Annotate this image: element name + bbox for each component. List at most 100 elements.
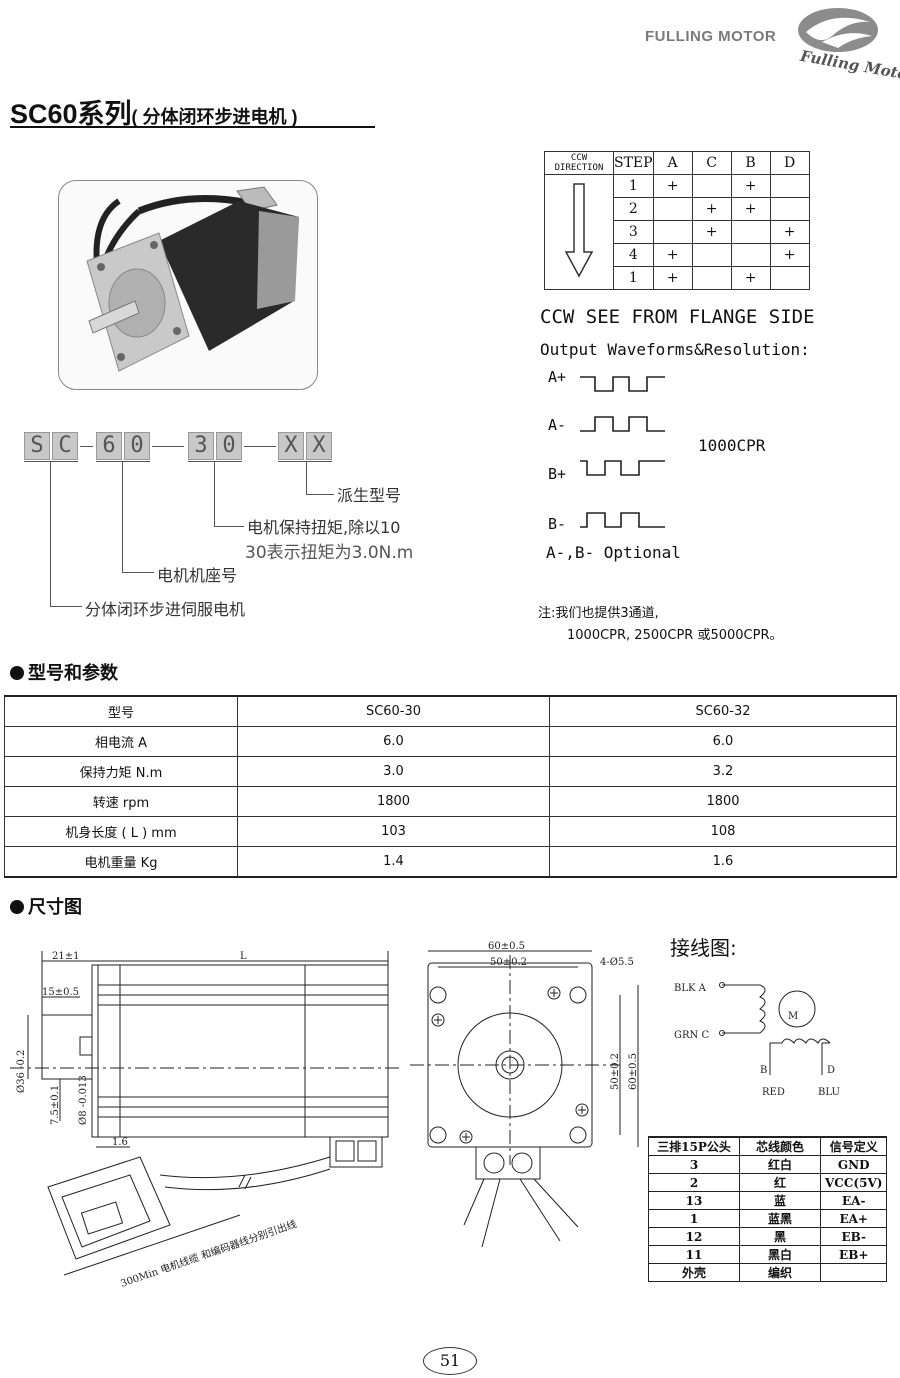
table-cell: 2: [613, 197, 654, 221]
waveform-diagram: [580, 376, 665, 528]
table-cell: 红白: [739, 1155, 821, 1174]
dim-21: 21±1: [52, 951, 79, 962]
table-cell: [691, 266, 732, 290]
table-cell: +: [769, 220, 810, 244]
wave-label-a-plus: A+: [548, 368, 567, 386]
table-cell: [730, 243, 771, 267]
table-header: 三排15P公头: [648, 1136, 740, 1156]
table-cell: 1: [613, 266, 654, 290]
note-line-1: 注:我们也提供3通道,: [538, 606, 659, 621]
annotation-torque-2: 30表示扭矩为3.0N.m: [245, 543, 414, 563]
logo-text: Fulling Motor: [798, 47, 900, 80]
table-cell: +: [730, 197, 771, 221]
table-cell: 1800: [237, 786, 550, 817]
col-header: D: [769, 151, 810, 175]
table-cell: [652, 220, 693, 244]
motor-symbol-label: M: [788, 1011, 798, 1022]
table-cell: +: [730, 266, 771, 290]
table-cell: 黑: [739, 1227, 821, 1246]
title-underline: [10, 126, 375, 128]
table-header: SC60-30: [237, 695, 550, 727]
dim-8: Ø8 -0.013: [78, 1075, 89, 1125]
table-cell: 编织: [739, 1263, 821, 1282]
table-cell: [769, 266, 810, 290]
page-title: SC60系列( 分体闭环步进电机 ): [10, 92, 298, 131]
table-cell: [691, 243, 732, 267]
dim-1-6: 1.6: [112, 1137, 128, 1148]
table-row: 三排15P公头 芯线颜色 信号定义: [648, 1136, 888, 1156]
table-cell: 11: [648, 1245, 740, 1264]
resolution-label: 1000CPR: [698, 436, 766, 455]
table-cell: 蓝: [739, 1191, 821, 1210]
table-header: 信号定义: [819, 1136, 888, 1156]
annotation-torque-1: 电机保持扭矩,除以10: [247, 518, 401, 537]
code-char: S: [24, 432, 50, 460]
dim-7-5: 7.5±0.1: [50, 1085, 61, 1125]
spec-heading: 型号和参数: [10, 659, 118, 685]
code-char: 6: [96, 432, 122, 460]
table-cell: [691, 174, 732, 198]
table-cell: +: [691, 197, 732, 221]
annotation-series: 分体闭环步进伺服电机: [85, 600, 246, 619]
table-cell: 1.4: [237, 846, 550, 878]
table-cell: 12: [648, 1227, 740, 1246]
table-cell: [652, 197, 693, 221]
dim-50: 50±0.2: [490, 957, 527, 968]
table-cell: +: [652, 243, 693, 267]
table-cell: 蓝黑: [739, 1209, 821, 1228]
bullet-icon: [10, 666, 24, 680]
brand-name: FULLING MOTOR: [645, 28, 777, 45]
table-cell: 1: [648, 1209, 740, 1228]
title-sub: ( 分体闭环步进电机 ): [131, 107, 298, 127]
table-cell: EB+: [819, 1245, 888, 1264]
table-cell: EB-: [819, 1227, 888, 1246]
annotation-derivative: 派生型号: [337, 486, 402, 505]
table-header: 型号: [4, 695, 238, 727]
table-cell: 1: [613, 174, 654, 198]
ccw-arrow-cell: [544, 174, 614, 290]
table-cell: +: [730, 174, 771, 198]
table-row: 型号 SC60-30 SC60-32: [4, 695, 897, 727]
encoder-caption: CCW SEE FROM FLANGE SIDE: [540, 306, 815, 328]
table-cell: 108: [549, 816, 897, 847]
table-cell: 1800: [549, 786, 897, 817]
dim-15: 15±0.5: [42, 987, 79, 998]
encoder-sequence-table: CCW DIRECTION STEP A C B D 1++ 2++ 3++ 4…: [544, 151, 810, 290]
table-cell: GND: [819, 1155, 888, 1174]
wire-blu-label: BLU: [818, 1087, 840, 1098]
dimension-drawing: 21±1 L 15±0.5 Ø36 -0.2 7.5±0.1 Ø8 -0.013…: [10, 941, 840, 1290]
wire-b-label: B: [760, 1065, 767, 1076]
code-char: 0: [216, 432, 242, 460]
fulling-logo: Fulling Motor: [798, 8, 900, 80]
optional-label: A-,B- Optional: [546, 543, 681, 562]
dim-L: L: [240, 951, 247, 962]
table-cell: 1.6: [549, 846, 897, 878]
down-arrow-icon: [564, 183, 594, 278]
table-cell: 2: [648, 1173, 740, 1192]
dim-holes: 4-Ø5.5: [600, 957, 634, 968]
table-cell: 6.0: [237, 726, 550, 757]
table-cell: 保持力矩 N.m: [4, 756, 238, 787]
note-line-2: 1000CPR, 2500CPR 或5000CPR。: [567, 628, 783, 643]
dim-60: 60±0.5: [488, 941, 525, 952]
table-cell: 电机重量 Kg: [4, 846, 238, 878]
table-cell: 转速 rpm: [4, 786, 238, 817]
wave-label-b-minus: B-: [548, 515, 567, 533]
wire-blk-label: BLK A: [674, 983, 707, 994]
wave-label-b-plus: B+: [548, 465, 567, 483]
wiring-title: 接线图:: [670, 936, 737, 960]
wire-d-label: D: [827, 1065, 835, 1076]
table-cell: 3.2: [549, 756, 897, 787]
table-cell: 103: [237, 816, 550, 847]
table-header: SC60-32: [549, 695, 897, 727]
table-cell: 4: [613, 243, 654, 267]
